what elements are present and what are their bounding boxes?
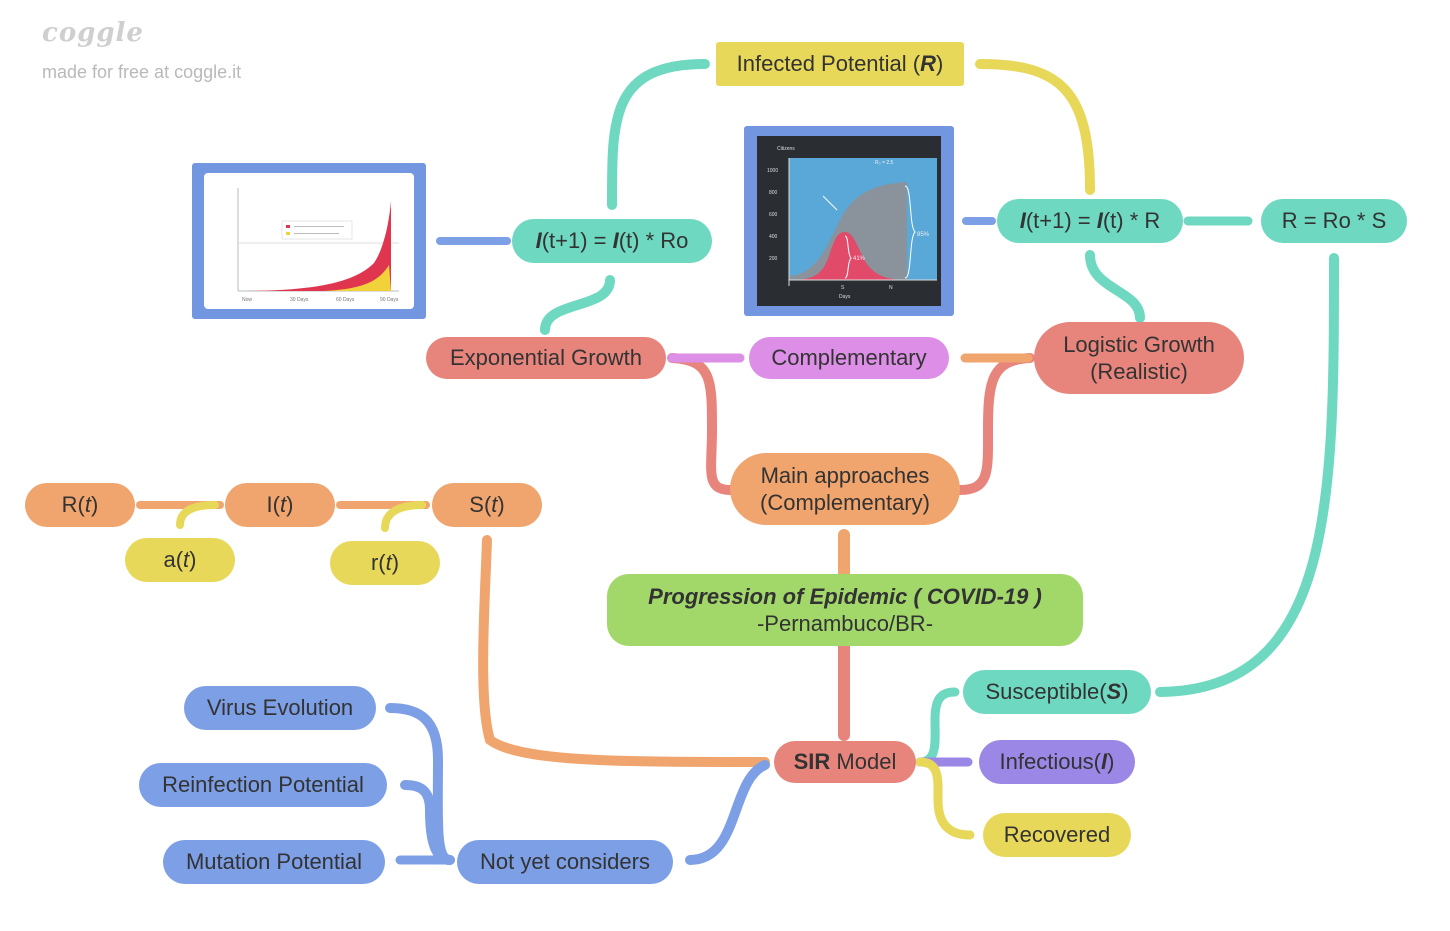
i-t-t: t <box>280 492 287 518</box>
i-t-node[interactable]: I(t) <box>225 483 335 527</box>
a-t-a: a( <box>163 547 184 573</box>
logistic-growth-node[interactable]: Logistic Growth (Realistic) <box>1034 322 1244 394</box>
coggle-logo: coggle <box>42 18 144 48</box>
r-t-b: ) <box>91 492 99 518</box>
logistic-growth-line2: (Realistic) <box>1090 359 1188 384</box>
eq-r-b: (t) * R <box>1102 208 1161 234</box>
s-t-b: ) <box>497 492 505 518</box>
link-sir-rec <box>915 757 975 840</box>
center-title: Progression of Epidemic ( COVID-19 ) <box>648 583 1042 609</box>
eq-r-i2: I <box>1096 208 1103 234</box>
exp-chart-tick-60: 60 Days <box>336 297 355 303</box>
s-t-t: t <box>491 492 498 518</box>
sir-model-rest: Model <box>830 749 897 775</box>
logistic-chart-ro: R₀ = 2.5 <box>875 160 894 166</box>
s-t-node[interactable]: S(t) <box>432 483 542 527</box>
r-t-a: R( <box>61 492 85 518</box>
link-infpot-eqr <box>975 59 1095 195</box>
eq-ro-a: (t+1) = <box>541 228 613 254</box>
eq-r-a: (t+1) = <box>1025 208 1097 234</box>
logistic-chart-drawing: Citizens R₀ = 2.5 1000 800 600 400 200 S… <box>767 146 937 300</box>
susceptible-node[interactable]: Susceptible(S) <box>963 670 1151 714</box>
r-equation-node[interactable]: R = Ro * S <box>1261 199 1407 243</box>
logistic-chart-image: Citizens R₀ = 2.5 1000 800 600 400 200 S… <box>744 126 954 316</box>
link-main-log <box>955 353 1035 495</box>
r-lower-t-node[interactable]: r(t) <box>330 541 440 585</box>
link-sir-st <box>478 535 770 767</box>
reinfection-potential-node[interactable]: Reinfection Potential <box>139 763 387 807</box>
susceptible-s: S <box>1106 679 1122 705</box>
link-exp-eqro <box>540 275 615 335</box>
a-t-b: ) <box>189 547 197 573</box>
recovered-node[interactable]: Recovered <box>983 813 1131 857</box>
r-lower-t-b: ) <box>391 550 400 576</box>
i-t-a: I( <box>266 492 280 518</box>
infected-potential-b: ) <box>936 51 944 77</box>
coggle-tagline: made for free at coggle.it <box>42 62 242 82</box>
infected-potential-r: R <box>920 51 936 77</box>
main-approaches-line2: (Complementary) <box>760 490 930 515</box>
infectious-node[interactable]: Infectious(I) <box>979 740 1135 784</box>
link-notyet-reinf <box>400 780 455 865</box>
link-sir-notyet <box>685 760 770 865</box>
link-eqro-infpot <box>606 59 710 210</box>
not-yet-considers-node[interactable]: Not yet considers <box>457 840 673 884</box>
infectious-a: Infectious( <box>999 749 1102 775</box>
eq-ro-i1: I <box>535 228 542 254</box>
logistic-chart-pct-top: 85% <box>917 232 930 238</box>
virus-evolution-node[interactable]: Virus Evolution <box>184 686 376 730</box>
logistic-chart-tick-200: 200 <box>769 256 778 262</box>
center-subtitle: -Pernambuco/BR- <box>756 611 934 636</box>
sir-model-node[interactable]: SIR Model <box>774 741 916 783</box>
link-at <box>176 501 219 529</box>
susceptible-b: ) <box>1121 679 1129 705</box>
exponential-growth-node[interactable]: Exponential Growth <box>426 337 666 379</box>
eq-ro-b: (t) * Ro <box>618 228 689 254</box>
a-t-t: t <box>183 547 190 573</box>
center-node[interactable]: Progression of Epidemic ( COVID-19 ) -Pe… <box>607 574 1083 646</box>
eq-ro-i2: I <box>612 228 619 254</box>
infected-potential-node[interactable]: Infected Potential (R) <box>716 42 964 86</box>
eq-r-i1: I <box>1019 208 1026 234</box>
mutation-potential-node[interactable]: Mutation Potential <box>163 840 385 884</box>
exp-chart-tick-now: Now <box>242 297 252 303</box>
sir-model-bold: SIR <box>793 749 831 775</box>
logistic-chart-tick-400: 400 <box>769 234 778 240</box>
equation-ro-node[interactable]: I(t+1) = I(t) * Ro <box>512 219 712 263</box>
r-t-t: t <box>84 492 91 518</box>
susceptible-a: Susceptible( <box>985 679 1107 705</box>
logistic-chart-ylabel: Citizens <box>777 146 795 152</box>
logistic-chart-tick-1000: 1000 <box>767 168 778 174</box>
logistic-chart-xlabel: Days <box>839 294 851 300</box>
logistic-chart-tick-n: N <box>889 285 893 291</box>
logistic-chart-pct-bottom: 41% <box>853 256 866 262</box>
link-main-exp <box>667 353 735 495</box>
link-sir-sus <box>915 687 960 767</box>
r-lower-t-t: t <box>385 550 392 576</box>
exponential-chart-drawing: Now 30 Days 60 Days 90 Days <box>237 188 399 303</box>
equation-r-node[interactable]: I(t+1) = I(t) * R <box>997 199 1183 243</box>
main-approaches-node[interactable]: Main approaches (Complementary) <box>730 453 960 525</box>
complementary-node[interactable]: Complementary <box>749 337 949 379</box>
exp-chart-tick-30: 30 Days <box>290 297 309 303</box>
s-t-a: S( <box>469 492 492 518</box>
link-req-sus <box>1155 253 1339 697</box>
link-log-eqr <box>1085 250 1145 323</box>
infected-potential-a: Infected Potential ( <box>736 51 921 77</box>
exponential-chart-image: Now 30 Days 60 Days 90 Days <box>192 163 426 319</box>
link-rrt <box>381 501 426 532</box>
main-approaches-line1: Main approaches <box>760 462 930 488</box>
r-t-node[interactable]: R(t) <box>25 483 135 527</box>
logistic-growth-line1: Logistic Growth <box>1063 331 1215 357</box>
r-lower-t-a: r( <box>370 550 386 576</box>
logistic-chart-tick-s: S <box>841 285 845 291</box>
i-t-b: ) <box>286 492 294 518</box>
infectious-b: ) <box>1107 749 1115 775</box>
logistic-chart-tick-600: 600 <box>769 212 778 218</box>
logistic-chart-tick-800: 800 <box>769 190 778 196</box>
infectious-i: I <box>1101 749 1108 775</box>
exp-chart-tick-90: 90 Days <box>380 297 399 303</box>
a-t-node[interactable]: a(t) <box>125 538 235 582</box>
